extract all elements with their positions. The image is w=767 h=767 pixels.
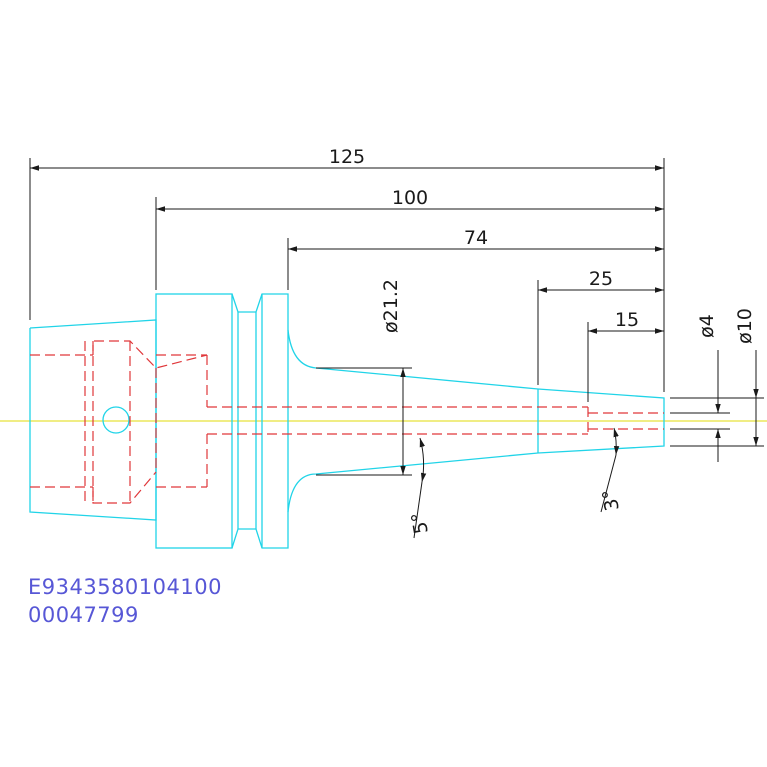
item-number-text: 00047799 — [28, 603, 139, 627]
part-outline — [29, 293, 665, 549]
dim-text-125: 125 — [329, 146, 365, 168]
angle-text-5: 5° — [407, 510, 432, 535]
tip-outline — [537, 388, 665, 454]
angle-text-3: 3° — [598, 487, 623, 512]
dim-text-15: 15 — [615, 309, 639, 331]
dim-text-100: 100 — [392, 187, 428, 209]
cross-hole — [102, 406, 130, 434]
tapered-body-top — [287, 329, 539, 390]
groove-outline — [231, 293, 289, 549]
angle-arc-5 — [419, 437, 427, 483]
part-number-text: E9343580104100 — [28, 575, 222, 599]
dim-text-dia-4: ø4 — [696, 314, 718, 338]
hidden-lines — [30, 340, 664, 504]
dim-text-74: 74 — [464, 227, 488, 249]
dim-text-dia-21-2: ø21.2 — [380, 279, 402, 333]
dimension-lines — [29, 158, 764, 539]
dim-text-25: 25 — [589, 268, 613, 290]
angle-arc-3 — [613, 427, 620, 456]
dim-text-dia-10: ø10 — [734, 308, 756, 344]
tapered-body-bottom — [287, 452, 539, 513]
